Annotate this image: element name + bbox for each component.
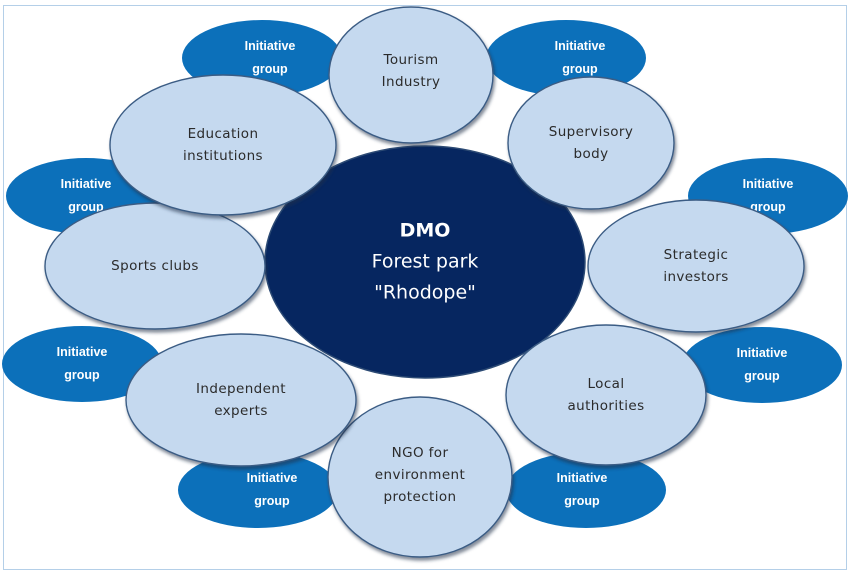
initiative-group-label: Initiative [61,177,112,191]
stakeholder-ellipse [44,202,266,330]
stakeholder-strategic-investors: Strategic investors [587,199,805,333]
stakeholder-ellipse [327,396,513,558]
initiative-group-label: Initiative [245,39,296,53]
initiative-group-label: group [750,200,786,214]
dmo-subtitle: "Rhodope" [374,282,476,304]
stakeholder-label: authorities [567,398,644,414]
stakeholder-label: Strategic [664,247,729,263]
stakeholder-sports-clubs: Sports clubs [44,202,266,330]
initiative-group-bottom-left: Initiative group [178,452,338,528]
stakeholder-label: NGO for [392,445,449,461]
stakeholder-label: institutions [183,148,263,164]
initiative-group-ellipse [506,452,666,528]
stakeholder-local-authorities: Local authorities [505,324,707,466]
initiative-group-label: group [254,494,290,508]
stakeholder-label: experts [214,403,268,419]
initiative-group-label: group [744,369,780,383]
stakeholder-label: Local [588,376,625,392]
stakeholder-ellipse [505,324,707,466]
stakeholder-label: Education [188,126,259,142]
initiative-group-label: group [64,368,100,382]
initiative-group-ellipse [486,20,646,96]
initiative-group-top-right: Initiative group [486,20,646,96]
stakeholder-label: environment [375,467,465,483]
initiative-group-label: group [252,62,288,76]
stakeholder-ellipse [125,333,357,467]
stakeholder-label: Independent [196,381,286,397]
stakeholder-ellipse [109,74,337,216]
initiative-group-label: group [68,200,104,214]
initiative-group-left-lower: Initiative group [2,326,162,402]
dmo-subtitle: Forest park [372,251,479,273]
initiative-group-label: Initiative [557,471,608,485]
initiative-group-label: Initiative [737,346,788,360]
stakeholder-ngo-environment-protection: NGO for environment protection [327,396,513,558]
stakeholder-ellipse [587,199,805,333]
initiative-group-right-lower: Initiative group [682,327,842,403]
initiative-group-label: group [564,494,600,508]
stakeholder-education-institutions: Education institutions [109,74,337,216]
stakeholder-label: Tourism [382,52,438,68]
stakeholder-label: body [574,146,609,162]
initiative-group-ellipse [2,326,162,402]
stakeholder-label: Industry [382,74,441,90]
initiative-group-label: Initiative [743,177,794,191]
stakeholder-independent-experts: Independent experts [125,333,357,467]
initiative-group-label: group [562,62,598,76]
stakeholder-label: Sports clubs [111,258,199,274]
initiative-group-label: Initiative [555,39,606,53]
center-layer: DMO Forest park "Rhodope" [264,145,586,379]
diagram-frame [3,5,847,570]
dmo-center: DMO Forest park "Rhodope" [264,145,586,379]
dmo-title: DMO [400,220,451,242]
initiative-group-label: Initiative [57,345,108,359]
stakeholder-ellipse [507,76,675,210]
stakeholder-ellipse [328,6,494,144]
stakeholder-label: protection [384,489,457,505]
initiative-group-bottom-right: Initiative group [506,452,666,528]
initiative-group-ellipse [178,452,338,528]
initiative-group-ellipse [682,327,842,403]
stakeholder-label: Supervisory [549,124,634,140]
stakeholder-label: investors [663,269,728,285]
stakeholder-supervisory-body: Supervisory body [507,76,675,210]
initiative-group-label: Initiative [247,471,298,485]
